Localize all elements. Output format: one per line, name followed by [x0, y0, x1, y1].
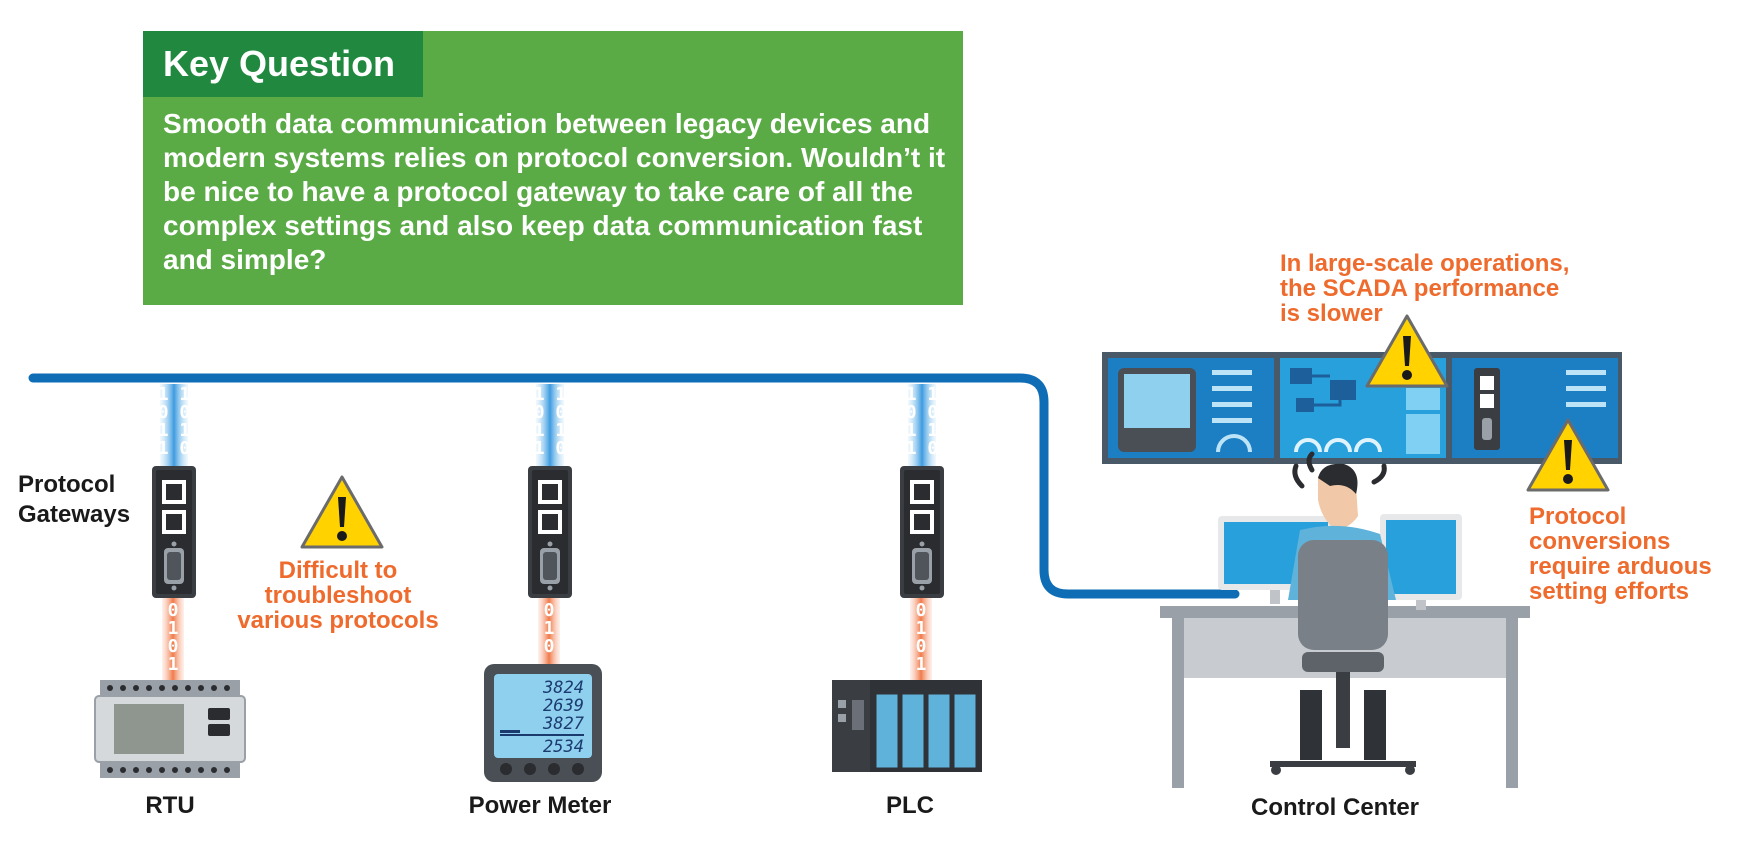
svg-text:1 1: 1 1: [158, 384, 191, 405]
svg-text:3824: 3824: [542, 678, 584, 698]
svg-text:1 1: 1 1: [534, 384, 567, 405]
operator-figure: [1270, 451, 1416, 775]
svg-text:1: 1: [544, 618, 555, 639]
svg-text:3827: 3827: [542, 714, 585, 734]
svg-text:0 0: 0 0: [534, 402, 567, 423]
svg-text:0: 0: [916, 600, 927, 621]
downstream-data-stream: [910, 598, 932, 680]
plc-label: PLC: [886, 792, 934, 819]
svg-text:0: 0: [544, 600, 555, 621]
protocol-gateway-icon: [900, 466, 944, 598]
control-center-label: Control Center: [1251, 794, 1419, 821]
plc-device-icon: [832, 680, 982, 772]
svg-text:1 0: 1 0: [906, 438, 939, 459]
svg-text:1 1: 1 1: [906, 420, 939, 441]
svg-text:1 1: 1 1: [534, 420, 567, 441]
svg-text:0: 0: [916, 636, 927, 657]
svg-text:1 0: 1 0: [158, 438, 191, 459]
protocol-gateways-label: Protocol Gateways: [18, 471, 131, 528]
power-meter-device-icon: 3824 2639 3827 2534: [484, 664, 602, 782]
scada-video-wall: [1102, 352, 1622, 464]
svg-text:0: 0: [544, 636, 555, 657]
key-question-title: Key Question: [143, 31, 423, 97]
warning-conversion-text: Protocol conversions require arduous set…: [1529, 503, 1712, 605]
desk-monitors: [1218, 514, 1462, 610]
svg-text:0: 0: [168, 636, 179, 657]
svg-text:1: 1: [168, 618, 179, 639]
downstream-data-stream: [162, 598, 184, 680]
svg-text:1 1: 1 1: [906, 384, 939, 405]
key-question-text: Smooth data communication between legacy…: [163, 108, 946, 275]
rtu-device-icon: [94, 680, 246, 778]
warning-troubleshoot-text: Difficult to troubleshoot various protoc…: [237, 557, 439, 634]
upstream-data-stream: [160, 384, 188, 466]
svg-text:2639: 2639: [543, 696, 584, 716]
gateway-power-meter: 1 1 0 0 1 1 1 0 0 1 0: [528, 384, 572, 666]
gateway-plc: 1 1 0 0 1 1 1 0 0 1 0 1: [900, 384, 944, 680]
svg-text:1: 1: [916, 618, 927, 639]
downstream-data-stream: [538, 598, 560, 666]
svg-text:1 1: 1 1: [158, 420, 191, 441]
svg-text:0 0: 0 0: [906, 402, 939, 423]
rtu-label: RTU: [145, 792, 195, 819]
svg-text:1: 1: [168, 654, 179, 675]
power-meter-label: Power Meter: [468, 792, 612, 819]
svg-text:2534: 2534: [543, 737, 584, 757]
protocol-gateway-icon: [152, 466, 196, 598]
protocol-gateway-icon: [528, 466, 572, 598]
svg-text:0: 0: [168, 600, 179, 621]
svg-text:1 0: 1 0: [534, 438, 567, 459]
upstream-data-stream: [908, 384, 936, 466]
svg-text:1: 1: [916, 654, 927, 675]
network-line: [28, 373, 1240, 599]
gateway-rtu: 1 1 0 0 1 1 1 0 0 1 0 1: [152, 384, 196, 680]
warning-troubleshoot-icon: [300, 475, 384, 549]
warning-scada-text: In large-scale operations, the SCADA per…: [1280, 250, 1570, 327]
upstream-data-stream: [536, 384, 564, 466]
svg-text:0 0: 0 0: [158, 402, 191, 423]
